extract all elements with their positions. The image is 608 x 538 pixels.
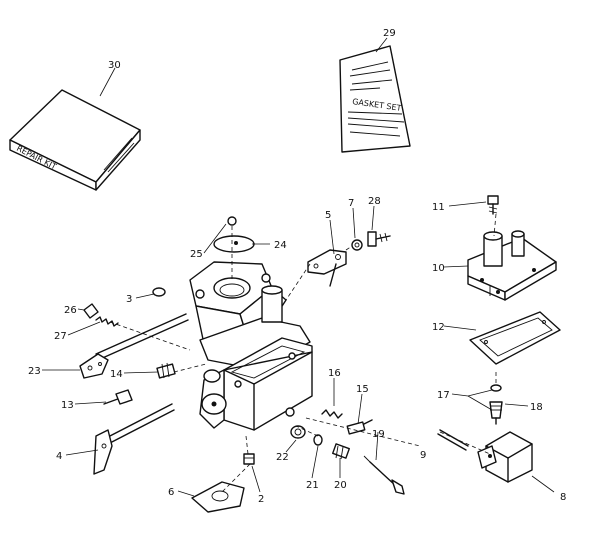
repair-kit-box: REPAIR KIT (9, 89, 141, 191)
part-5-throttle-lever (307, 249, 347, 287)
part-24-throttle-plate (213, 235, 255, 253)
callout-6: 6 (168, 487, 174, 498)
callout-2: 2 (258, 494, 264, 505)
callout-labels: 30 29 11 10 12 17 18 9 8 28 7 5 24 25 3 … (28, 28, 566, 505)
part-25-screw (227, 216, 237, 226)
callout-25: 25 (190, 249, 203, 260)
callout-13: 13 (61, 400, 74, 411)
callout-22: 22 (276, 452, 289, 463)
callout-30: 30 (108, 60, 121, 71)
part-12-gasket (469, 311, 561, 365)
callout-27: 27 (54, 331, 67, 342)
callout-3: 3 (126, 294, 132, 305)
carburetor-body (189, 261, 313, 431)
callout-14: 14 (110, 369, 123, 380)
part-28-screw (367, 231, 391, 247)
callout-20: 20 (334, 480, 347, 491)
leader-lines (42, 37, 555, 497)
callout-10: 10 (432, 263, 445, 274)
part-7-washer (351, 239, 363, 251)
part-15-screw (346, 419, 373, 435)
part-3-gasket (152, 287, 166, 297)
callout-5: 5 (325, 210, 331, 221)
callout-28: 28 (368, 196, 381, 207)
part-4-choke-shaft (93, 403, 175, 475)
part-6-gasket (191, 481, 245, 513)
callout-16: 16 (328, 368, 341, 379)
callout-8: 8 (560, 492, 566, 503)
callout-26: 26 (64, 305, 77, 316)
part-2-plug (243, 453, 255, 465)
callout-24: 24 (274, 240, 287, 251)
assembly-lines (109, 213, 497, 493)
part-21-washer (313, 434, 323, 446)
callout-17: 17 (437, 390, 450, 401)
part-11-screw (487, 195, 499, 215)
part-20-fitting (332, 443, 350, 460)
callout-12: 12 (432, 322, 445, 333)
part-8-float (477, 431, 533, 483)
callout-9: 9 (420, 450, 426, 461)
part-23-throttle-shaft (79, 313, 189, 379)
part-27-spring (95, 316, 119, 327)
callout-18: 18 (530, 402, 543, 413)
callout-15: 15 (356, 384, 369, 395)
gasket-set-card: GASKET SET (339, 45, 411, 153)
callout-4: 4 (56, 451, 62, 462)
part-17-needle-seat (489, 384, 503, 425)
callout-19: 19 (372, 429, 385, 440)
part-16-spring (321, 409, 343, 419)
part-13-idle-needle (103, 389, 133, 405)
callout-21: 21 (306, 480, 319, 491)
callout-11: 11 (432, 202, 445, 213)
part-10-fuel-bowl-cover (467, 230, 557, 301)
callout-29: 29 (383, 28, 396, 39)
part-19-main-jet-needle (363, 455, 405, 495)
callout-7: 7 (348, 198, 354, 209)
part-26-idle-screw-cap (83, 303, 99, 319)
part-22-plug (290, 425, 306, 439)
part-14-fitting (156, 362, 176, 379)
callout-23: 23 (28, 366, 41, 377)
